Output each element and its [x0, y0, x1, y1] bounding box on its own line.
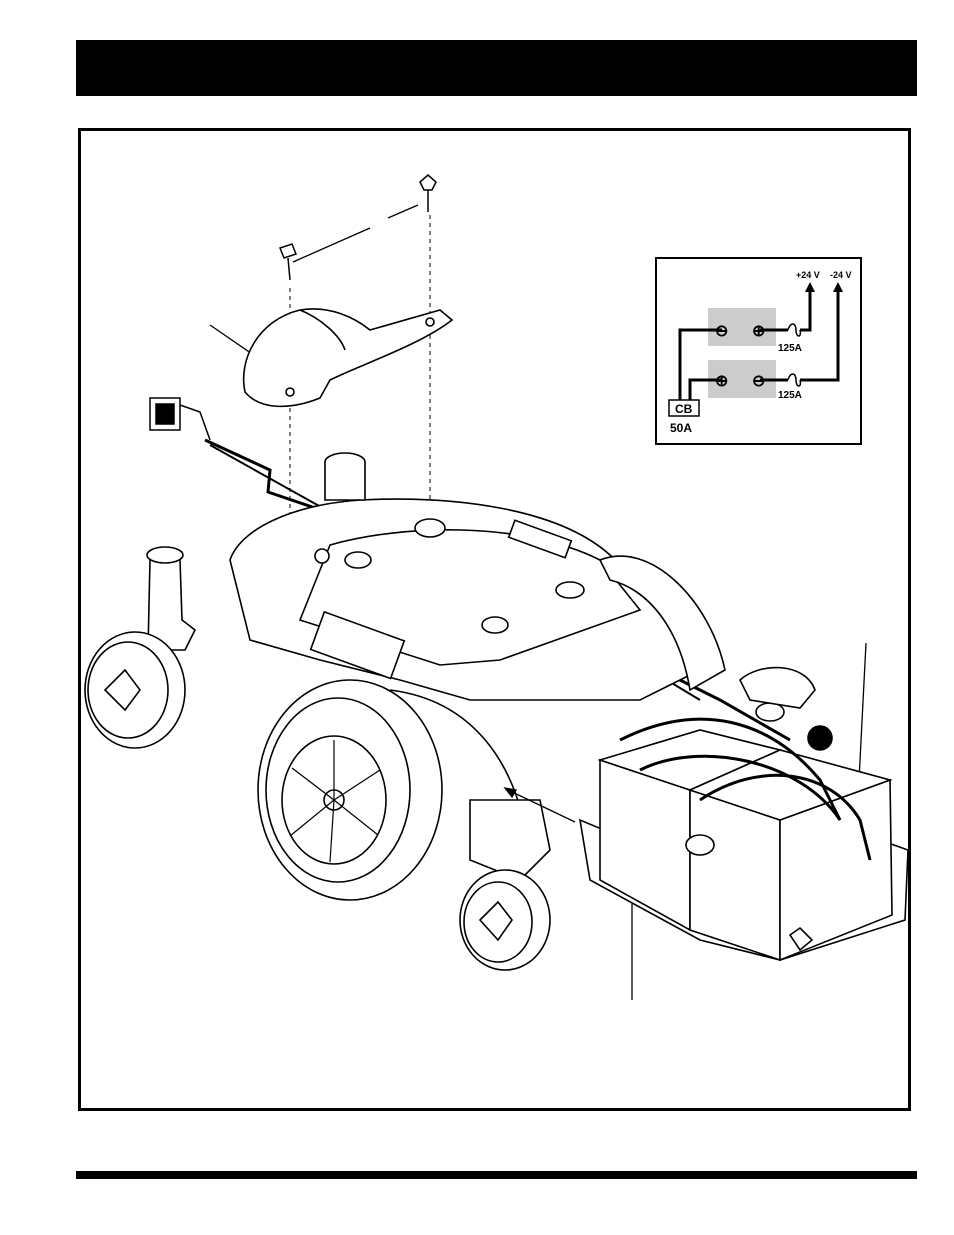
connector-plug-icon [150, 398, 210, 440]
battery-cover [244, 309, 452, 406]
battery-bottom-negative-terminal: ⊖ [752, 373, 765, 390]
battery-top-negative-terminal: ⊖ [715, 323, 728, 340]
footer-bar [76, 1171, 917, 1179]
battery-bottom-positive-terminal: ⊕ [715, 373, 728, 390]
front-caster [460, 870, 550, 970]
circuit-breaker-rating: 50A [670, 421, 692, 435]
battery-icon [580, 668, 908, 960]
negative-voltage-label: -24 V [830, 270, 852, 280]
fuse-bottom-rating: 125A [778, 390, 802, 401]
battery-top-positive-terminal: ⊕ [752, 323, 765, 340]
positive-voltage-label: +24 V [796, 270, 820, 280]
screw-icon [420, 175, 436, 212]
circuit-breaker-label: CB [675, 402, 693, 416]
wiring-diagram: +24 V -24 V ⊖ ⊕ ⊕ ⊖ 125A 125A CB 50A [656, 258, 861, 444]
fuse-top-rating: 125A [778, 343, 802, 354]
power-base [230, 499, 700, 700]
